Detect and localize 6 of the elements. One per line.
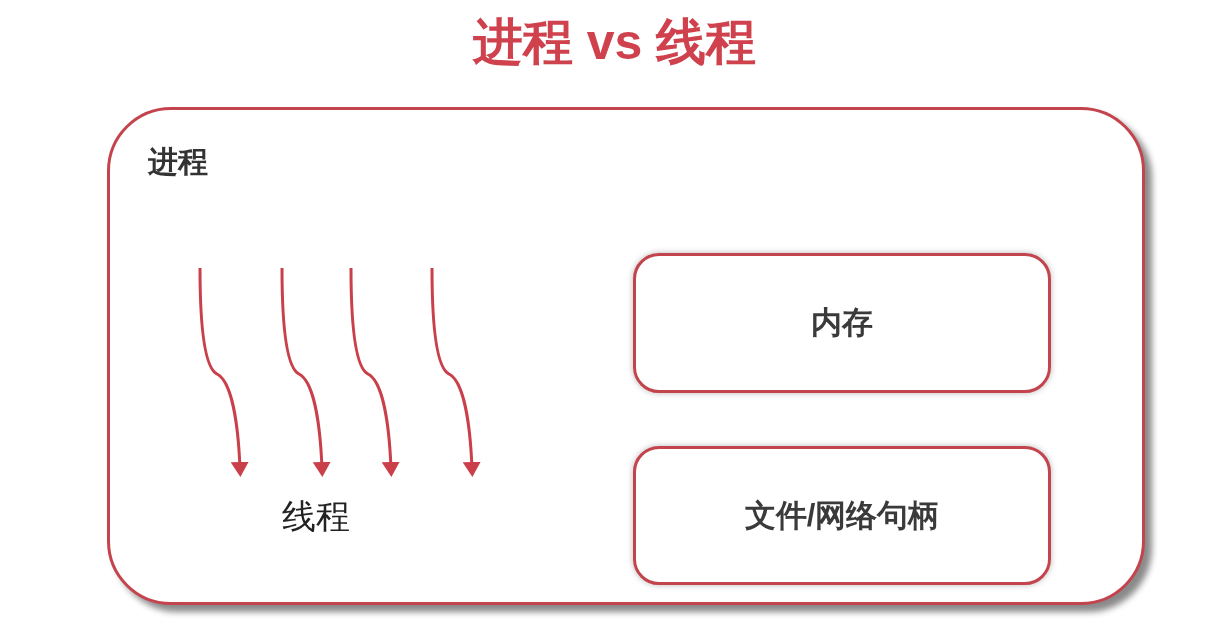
thread-label: 线程: [282, 496, 350, 537]
frame-heading: 进程: [148, 144, 208, 180]
resource-box: 内存: [633, 253, 1051, 393]
process-frame: [107, 107, 1145, 605]
diagram-title: 进程 vs 线程: [472, 14, 757, 72]
resource-box: 文件/网络句柄: [633, 446, 1051, 585]
